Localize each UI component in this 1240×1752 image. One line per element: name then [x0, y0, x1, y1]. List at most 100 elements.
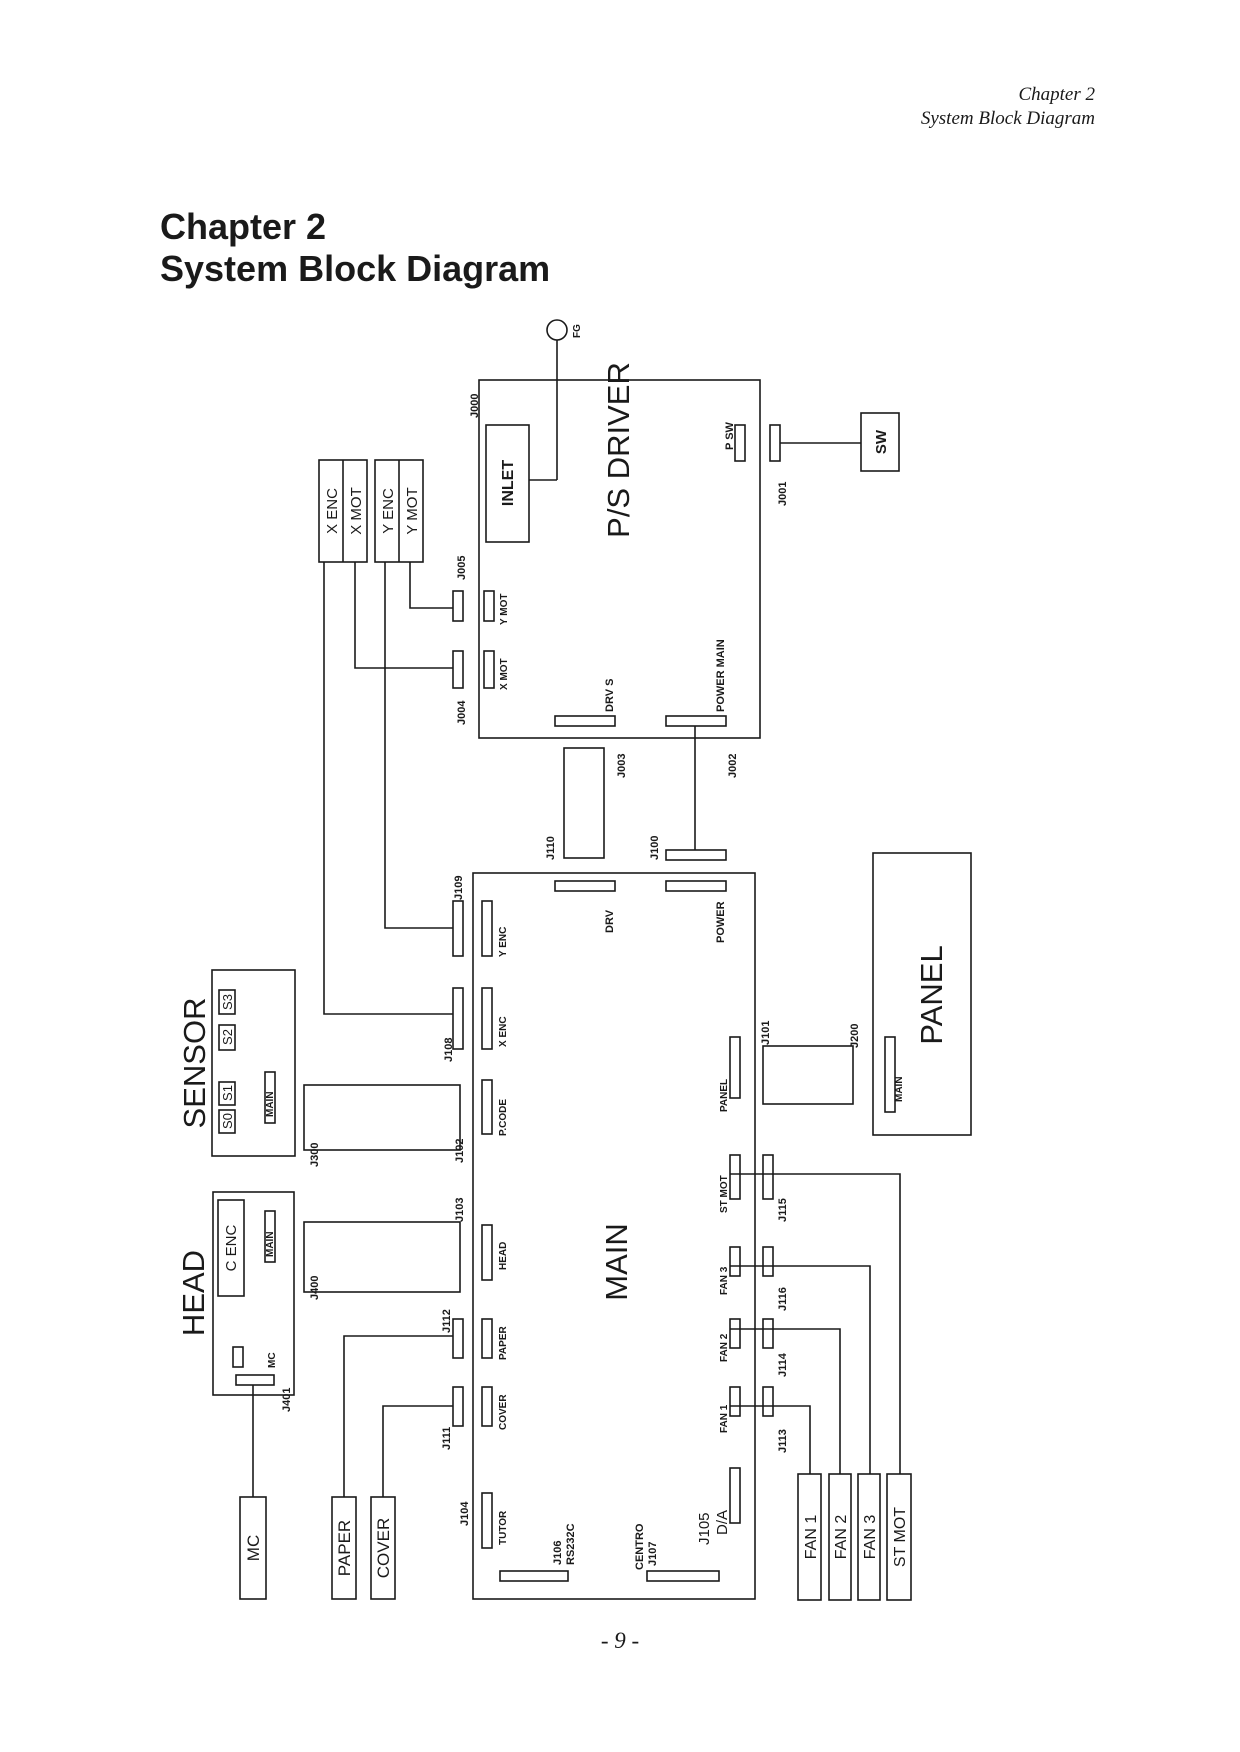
- fan2-label: FAN 2: [833, 1515, 850, 1560]
- j104-label: J104: [459, 1501, 471, 1526]
- j401-label: J401: [281, 1388, 293, 1412]
- j114-label: J114: [777, 1352, 789, 1377]
- s3-label: S3: [220, 994, 235, 1010]
- x-enc-connector-label: X ENC: [498, 1016, 509, 1047]
- head-main-label: MAIN: [265, 1231, 276, 1257]
- p-code-label: P.CODE: [498, 1099, 509, 1136]
- head-board: [212, 1191, 295, 1396]
- j004-label: J004: [456, 700, 468, 725]
- inlet-label: INLET: [500, 460, 517, 506]
- s2-box: [218, 1024, 236, 1051]
- j116-label: J116: [777, 1287, 789, 1311]
- centro-label: CENTRO: [634, 1523, 646, 1570]
- inlet-block: [485, 424, 530, 543]
- power-label: POWER: [715, 901, 727, 943]
- fan3-block: [857, 1473, 881, 1601]
- panel-main-label: MAIN: [894, 1076, 905, 1102]
- rs232c-label: RS232C: [565, 1523, 577, 1565]
- running-header-subtitle: System Block Diagram: [920, 108, 1095, 129]
- x-enc-label: X ENC: [324, 488, 341, 534]
- j101-label: J101: [760, 1021, 772, 1045]
- panel-board: [872, 852, 972, 1136]
- wiring: [252, 319, 901, 1497]
- y-mot-label: Y MOT: [404, 487, 421, 534]
- cover-connector-label: COVER: [498, 1394, 509, 1430]
- st-mot-connector-label: ST MOT: [719, 1175, 730, 1213]
- cover-label: COVER: [374, 1518, 393, 1578]
- y-enc-connector-label: Y ENC: [498, 927, 509, 957]
- panel-label: PANEL: [914, 945, 949, 1044]
- power-main-label: POWER MAIN: [715, 639, 727, 712]
- j100-label: J100: [649, 836, 661, 860]
- st-mot-label: ST MOT: [892, 1507, 909, 1567]
- fg-label: FG: [572, 324, 583, 338]
- fan3-label: FAN 3: [862, 1515, 879, 1560]
- j102-label: J102: [454, 1139, 466, 1163]
- j400-label: J400: [309, 1276, 321, 1300]
- diagram-labels: FG P/S DRIVER INLET J000 P SW J001 SW X …: [176, 324, 949, 1578]
- j300-label: J300: [309, 1143, 321, 1167]
- sensor-label: SENSOR: [177, 998, 212, 1129]
- sensor-board: [211, 969, 296, 1157]
- s1-label: S1: [220, 1085, 235, 1101]
- x-mot-connector-label: X MOT: [499, 658, 510, 690]
- mc-connector-label: MC: [267, 1352, 278, 1368]
- st-mot-block: [886, 1473, 912, 1601]
- tutor-label: TUTOR: [498, 1510, 509, 1545]
- s1-box: [218, 1081, 236, 1106]
- j003-label: J003: [616, 754, 628, 778]
- y-mot-connector-label: Y MOT: [499, 594, 510, 625]
- page-title: System Block Diagram: [160, 248, 551, 289]
- mc-label: MC: [244, 1535, 263, 1561]
- s3-box: [218, 989, 236, 1015]
- da-label: D/A: [714, 1510, 731, 1535]
- j111-label: J111: [441, 1427, 453, 1450]
- j103-label: J103: [454, 1198, 466, 1222]
- fan2-connector-label: FAN 2: [719, 1333, 730, 1362]
- head-label: HEAD: [176, 1250, 211, 1336]
- y-enc-label: Y ENC: [380, 488, 397, 534]
- j001-label: J001: [777, 482, 789, 506]
- j005-label: J005: [456, 556, 468, 580]
- sensor-main-label: MAIN: [265, 1091, 276, 1117]
- s0-box: [218, 1109, 236, 1134]
- page-number: - 9 -: [600, 1628, 640, 1653]
- ps-driver-label: P/S DRIVER: [601, 362, 636, 538]
- panel-connector-label: PANEL: [719, 1079, 730, 1112]
- j105-label: J105: [696, 1512, 713, 1545]
- ps-driver-board: [478, 379, 761, 739]
- s0-label: S0: [220, 1113, 235, 1129]
- j109-label: J109: [453, 876, 465, 900]
- running-header-chapter: Chapter 2: [1018, 84, 1095, 105]
- j107-label: J107: [647, 1542, 659, 1566]
- sw-block: [860, 412, 900, 472]
- j115-label: J115: [777, 1198, 789, 1222]
- j108-label: J108: [443, 1038, 455, 1062]
- drv-s-label: DRV S: [604, 679, 616, 712]
- j113-label: J113: [777, 1429, 789, 1453]
- fan3-connector-label: FAN 3: [719, 1266, 730, 1295]
- paper-label: PAPER: [335, 1520, 354, 1576]
- s2-label: S2: [220, 1029, 235, 1045]
- sw-label: SW: [873, 429, 890, 454]
- connectors: [232, 424, 896, 1582]
- head-connector-label: HEAD: [498, 1242, 509, 1270]
- j112-label: J112: [441, 1309, 453, 1333]
- j002-label: J002: [727, 754, 739, 778]
- main-board: [472, 872, 756, 1600]
- main-label: MAIN: [599, 1223, 634, 1301]
- page-title-chapter: Chapter 2: [160, 206, 327, 247]
- fan1-label: FAN 1: [803, 1515, 820, 1560]
- j106-label: J106: [552, 1541, 564, 1565]
- j000-label: J000: [469, 394, 481, 418]
- drv-label: DRV: [604, 909, 616, 933]
- p-sw-label: P SW: [724, 421, 736, 450]
- c-enc-block: [217, 1199, 245, 1297]
- c-enc-label: C ENC: [223, 1224, 240, 1271]
- j200-label: J200: [849, 1024, 861, 1048]
- j110-label: J110: [545, 836, 557, 860]
- x-mot-label: X MOT: [348, 487, 365, 535]
- paper-connector-label: PAPER: [498, 1326, 509, 1360]
- fan1-connector-label: FAN 1: [719, 1404, 730, 1433]
